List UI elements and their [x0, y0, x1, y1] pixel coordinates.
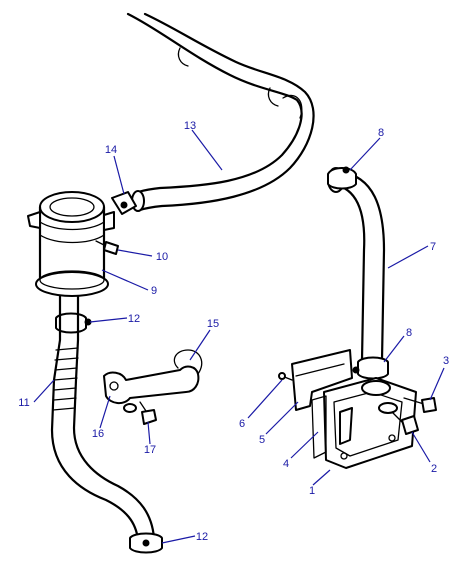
clamp-12-lower [129, 532, 163, 554]
canister-9 [27, 191, 115, 297]
spacer-16 [123, 403, 137, 413]
callout-10: 10 [156, 251, 168, 263]
callout-1: 1 [309, 485, 315, 497]
callout-12-upper: 12 [128, 313, 140, 325]
callout-3: 3 [443, 355, 449, 367]
callout-13: 13 [184, 120, 196, 132]
leader-lines [33, 129, 445, 544]
callout-2: 2 [431, 463, 437, 475]
callout-9: 9 [151, 285, 157, 297]
bolt-10 [95, 240, 119, 255]
bolt-2 [391, 411, 419, 435]
bracket-5 [291, 349, 353, 411]
valve-1 [323, 377, 417, 469]
clamp-12-upper [55, 312, 92, 334]
screw-6 [278, 372, 293, 381]
bolt-17 [139, 401, 157, 425]
callout-11: 11 [18, 397, 29, 409]
callout-8-upper: 8 [378, 127, 384, 139]
callout-12-lower: 12 [196, 531, 208, 543]
hose-upper [126, 12, 315, 212]
callout-4: 4 [283, 458, 289, 470]
bracket-15 [103, 349, 203, 404]
callout-7: 7 [430, 241, 436, 253]
callout-16: 16 [92, 428, 104, 440]
callout-5: 5 [259, 434, 265, 446]
callout-8-lower: 8 [406, 327, 412, 339]
callout-15: 15 [207, 318, 219, 330]
callout-14: 14 [105, 144, 117, 156]
clamp-8-upper [327, 166, 357, 190]
callout-6: 6 [239, 418, 245, 430]
callout-labels: 1 2 3 4 5 6 7 8 8 9 10 11 12 12 13 14 15… [18, 120, 449, 543]
clip-14 [111, 191, 137, 215]
callout-17: 17 [144, 444, 156, 456]
hose-lower-11 [50, 294, 156, 542]
clamp-8-lower [352, 356, 389, 380]
gasket-4 [311, 395, 327, 459]
hose-right-7 [327, 167, 386, 362]
